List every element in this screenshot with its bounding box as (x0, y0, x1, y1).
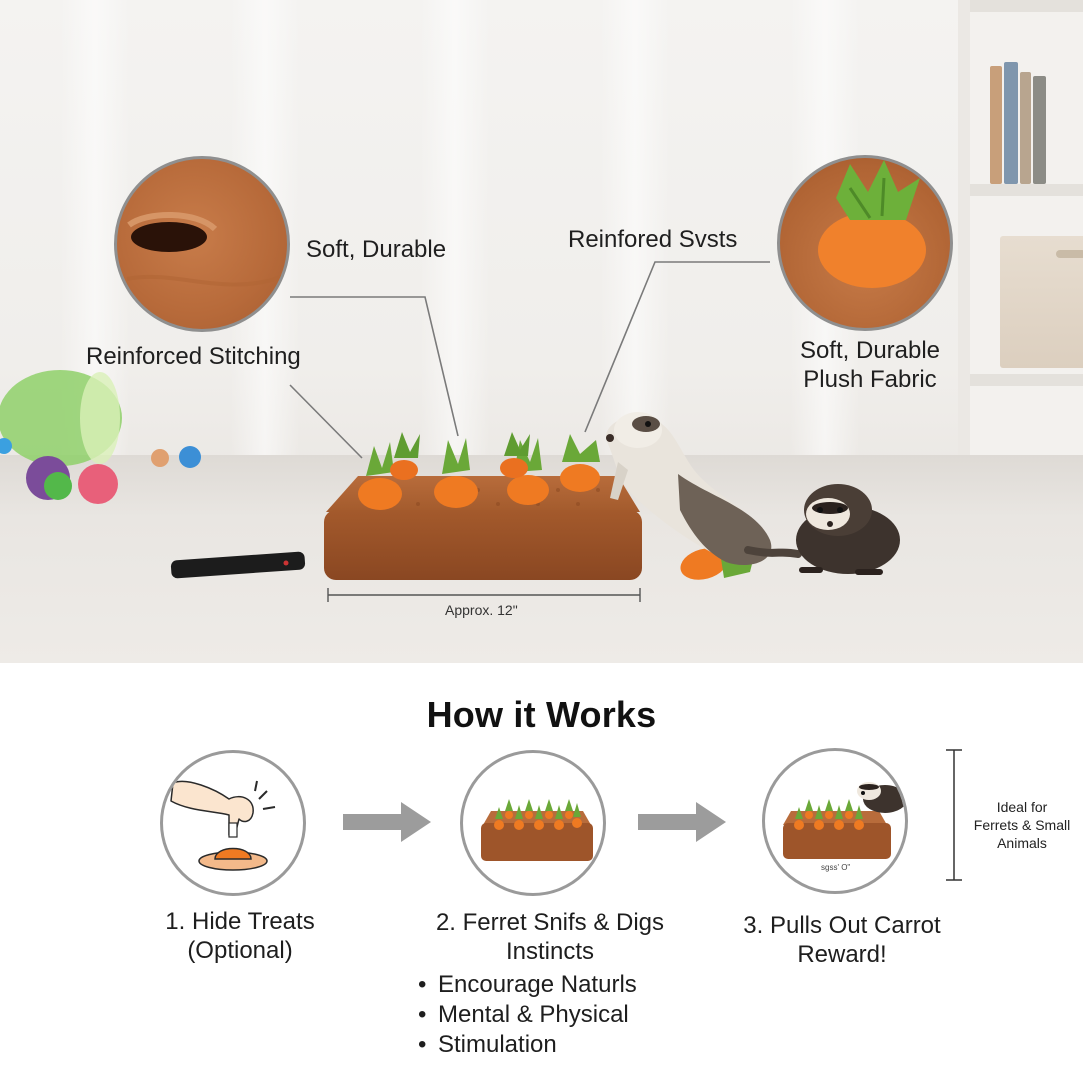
ideal-for-note: Ideal for Ferrets & Small Animals (962, 798, 1082, 852)
step-2-circle (460, 750, 606, 896)
callout-lines (289, 261, 770, 602)
callout-reinforced-seams: Reinfored Svsts (568, 226, 738, 253)
callout-plush-line-1: Soft, Durable (799, 337, 941, 364)
curtain (600, 0, 670, 470)
carrot-icon (434, 438, 478, 508)
snuffle-mat-icon (481, 799, 593, 861)
callout-plush-line-2: Plush Fabric (803, 366, 937, 393)
carrot-icon (358, 442, 402, 510)
benefit-item: Encourage Naturls (418, 970, 637, 1000)
step-1-circle (160, 750, 306, 896)
remote-control (170, 551, 306, 579)
bookshelf (958, 0, 1083, 465)
step-1-label: 1. Hide Treats (Optional) (120, 907, 360, 965)
callout-soft-durable: Soft, Durable (306, 236, 447, 263)
hero-photo: Soft, Durable Reinforced Stitching Reinf… (0, 0, 1083, 663)
step-1-line-2: (Optional) (187, 937, 293, 964)
curtain (420, 0, 490, 470)
callout-plush-fabric: Soft, Durable Plush Fabric (790, 336, 950, 394)
carrot-icon (500, 432, 530, 478)
step-3-label: 3. Pulls Out Carrot Reward! (712, 911, 972, 969)
step-2-label: 2. Ferret Snifs & Digs Instincts (400, 908, 700, 966)
benefits-list: Encourage Naturls Mental & Physical Stim… (418, 970, 637, 1060)
ideal-for-line-3: Animals (997, 835, 1047, 851)
step-3-line-1: 3. Pulls Out Carrot (743, 912, 941, 939)
arrow-right-icon (638, 802, 726, 842)
step-1-line-1: 1. Hide Treats (165, 908, 315, 935)
fabric-detail-circle (114, 156, 290, 332)
ferrets (606, 412, 900, 575)
step-2-line-2: Instincts (505, 938, 595, 965)
toys (0, 370, 201, 504)
ideal-for-line-1: Ideal for (996, 799, 1048, 815)
benefit-item: Mental & Physical (418, 1000, 637, 1030)
step-3-line-2: Reward! (797, 941, 887, 968)
hand-icon (170, 780, 276, 871)
mini-dimension-label: sgss' O" (821, 863, 851, 872)
callout-reinforced-stitching: Reinforced Stitching (86, 343, 301, 370)
section-title: How it Works (426, 694, 657, 735)
carrot-icon (560, 434, 600, 492)
step-2-line-1: 2. Ferret Snifs & Digs (435, 909, 665, 936)
benefit-item: Stimulation (418, 1030, 637, 1060)
arrow-right-icon (343, 802, 431, 842)
ideal-for-line-2: Ferrets & Small (973, 817, 1071, 833)
ferret-icon (783, 782, 905, 859)
step-3-circle: sgss' O" (762, 748, 908, 894)
side-bracket (946, 749, 962, 881)
snuffle-mat (324, 432, 642, 580)
dimension-label: Approx. 12" (445, 602, 518, 618)
carrot-detail-circle (777, 155, 953, 331)
carrot-icon (390, 432, 420, 480)
